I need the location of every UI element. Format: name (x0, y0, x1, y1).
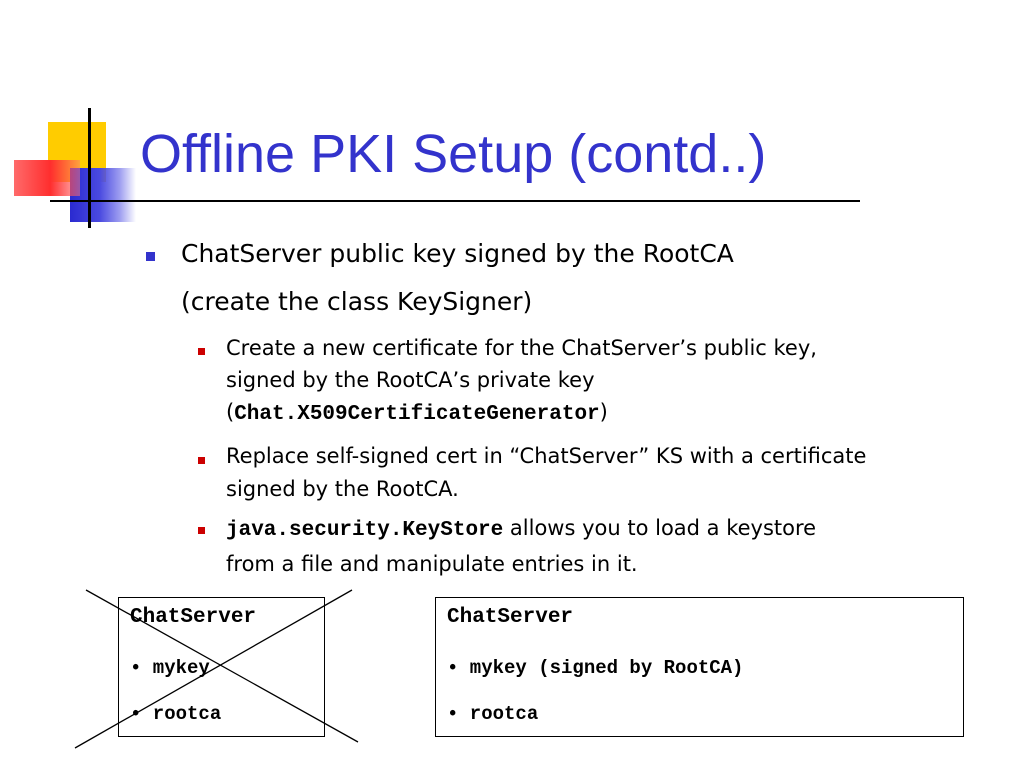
keystore-class-code: java.security.KeyStore (226, 519, 504, 542)
paren-close: ) (599, 400, 608, 424)
decor-vertical-line (88, 108, 91, 228)
sub-bullet-3-line1-text: allows you to load a keystore (503, 516, 817, 540)
sub-bullet-1-line1: Create a new certificate for the ChatSer… (226, 336, 817, 360)
main-bullet-line1: ChatServer public key signed by the Root… (181, 239, 734, 268)
sub-bullet-1-line3: (Chat.X509CertificateGenerator) (226, 398, 608, 429)
decor-blue-square (70, 168, 136, 222)
keystore-old-title: ChatServer (130, 606, 257, 629)
main-bullet-line2: (create the class KeySigner) (181, 287, 533, 316)
decor-red-bar (14, 160, 80, 196)
keystore-old-item-rootca: • rootca (130, 703, 222, 725)
sub-bullet-square-icon (198, 457, 205, 464)
paren-open: ( (226, 400, 235, 424)
keystore-old-box: ChatServer • mykey • rootca (118, 597, 325, 737)
keystore-new-title: ChatServer (447, 606, 574, 629)
keystore-old-item-mykey: • mykey (130, 657, 210, 679)
slide-title: Offline PKI Setup (contd..) (140, 124, 767, 184)
keystore-new-item-rootca: • rootca (447, 703, 539, 725)
sub-bullet-3-line1: java.security.KeyStore allows you to loa… (226, 514, 816, 545)
bullet-square-icon (146, 252, 155, 261)
sub-bullet-square-icon (198, 527, 205, 534)
sub-bullet-2-line2: signed by the RootCA. (226, 477, 459, 501)
sub-bullet-3-line2: from a file and manipulate entries in it… (226, 552, 638, 576)
sub-bullet-square-icon (198, 348, 205, 355)
class-name-code: Chat.X509CertificateGenerator (234, 403, 600, 426)
title-divider (50, 200, 860, 202)
keystore-new-item-mykey: • mykey (signed by RootCA) (447, 657, 744, 679)
sub-bullet-1-line2: signed by the RootCA’s private key (226, 368, 595, 392)
sub-bullet-2-line1: Replace self-signed cert in “ChatServer”… (226, 444, 867, 468)
keystore-new-box: ChatServer • mykey (signed by RootCA) • … (435, 597, 964, 737)
